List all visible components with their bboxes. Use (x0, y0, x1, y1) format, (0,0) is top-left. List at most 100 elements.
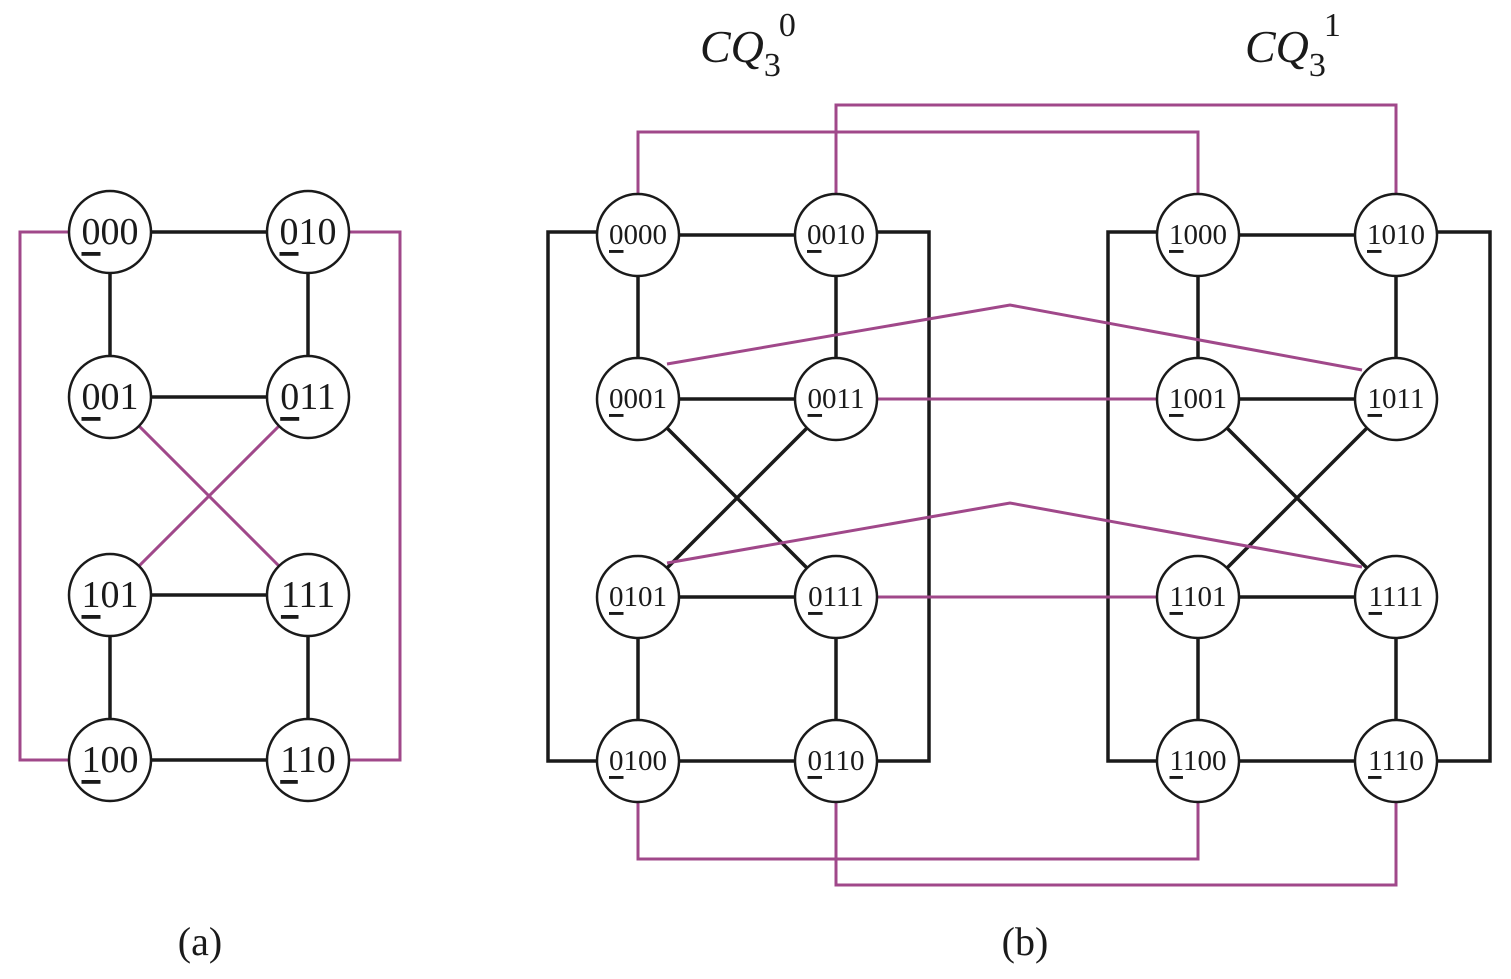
edge-b0010-b1010 (834, 103, 1398, 195)
node-label: 111 (281, 574, 335, 616)
node-b1101: 1101 (1155, 554, 1241, 640)
node-label: 1101 (1170, 581, 1227, 613)
edge-b0101-b1111 (666, 501, 1363, 569)
node-label: 110 (280, 739, 336, 781)
node-circle (67, 189, 153, 275)
node-label-head: 0 (82, 376, 101, 418)
node-b0101: 0101 (595, 554, 681, 640)
node-label: 0010 (807, 219, 865, 251)
node-label: 1001 (1169, 383, 1227, 415)
node-circle (1353, 718, 1439, 804)
edge-b0110-b1110 (834, 801, 1398, 887)
node-label-rest: 011 (822, 383, 864, 415)
node-b0000: 0000 (595, 192, 681, 278)
node-label-head: 1 (281, 574, 299, 616)
node-circle (1155, 356, 1241, 442)
node-circle (1155, 554, 1241, 640)
node-label-rest: 100 (1183, 745, 1227, 777)
node-b1000: 1000 (1155, 192, 1241, 278)
node-label-head: 1 (1169, 219, 1184, 251)
node-label: 1100 (1170, 745, 1227, 777)
node-label-head: 0 (609, 383, 624, 415)
node-b0110: 0110 (793, 718, 879, 804)
node-circle (595, 718, 681, 804)
node-label-rest: 01 (101, 574, 139, 616)
node-circle (67, 354, 153, 440)
node-b0100: 0100 (595, 718, 681, 804)
node-label-rest: 10 (298, 739, 336, 781)
node-circle (265, 354, 351, 440)
node-label-head: 0 (609, 581, 624, 613)
edge-b0000-b0100 (546, 230, 598, 763)
node-label-rest: 101 (624, 581, 668, 613)
node-label-head: 1 (1369, 581, 1382, 613)
node-b1111: 1111 (1353, 554, 1439, 640)
edge-b1010-b1110 (1436, 230, 1492, 763)
edge-b0010-b0110 (876, 230, 931, 763)
node-circle (265, 552, 351, 638)
node-a111: 111 (265, 552, 351, 638)
node-label-head: 0 (82, 211, 101, 253)
node-label-rest: 110 (1382, 745, 1424, 777)
node-label: 0011 (808, 383, 865, 415)
left-cube-title: CQ30 (700, 7, 796, 84)
node-label-rest: 010 (822, 219, 866, 251)
node-label-rest: 10 (299, 211, 337, 253)
node-label: 1011 (1368, 383, 1425, 415)
node-label-head: 1 (1169, 383, 1184, 415)
node-label: 1111 (1369, 581, 1424, 613)
node-label-head: 0 (807, 219, 822, 251)
node-label-rest: 101 (1183, 581, 1227, 613)
node-b0011: 0011 (793, 356, 879, 442)
node-circle (793, 356, 879, 442)
node-label-rest: 001 (1184, 383, 1228, 415)
node-b1110: 1110 (1353, 718, 1439, 804)
node-label-rest: 00 (101, 739, 139, 781)
node-label: 010 (280, 211, 337, 253)
edge-a000-a100 (18, 230, 70, 762)
node-circle (595, 554, 681, 640)
node-label-head: 0 (280, 376, 299, 418)
node-a011: 011 (265, 354, 351, 440)
node-circle (1155, 718, 1241, 804)
node-label-head: 1 (1170, 581, 1183, 613)
edge-b0000-b1000 (636, 130, 1200, 195)
node-circle (793, 554, 879, 640)
node-label-rest: 000 (624, 219, 668, 251)
node-label-rest: 111 (1382, 581, 1423, 613)
node-label: 011 (280, 376, 336, 418)
edge-a011-a101 (108, 395, 310, 597)
node-label-head: 0 (280, 211, 299, 253)
node-label-head: 1 (82, 739, 101, 781)
node-circle (67, 717, 153, 803)
caption-b: (b) (1002, 919, 1049, 964)
node-circle (1353, 554, 1439, 640)
node-a101: 101 (67, 552, 153, 638)
node-a110: 110 (265, 717, 351, 803)
node-label: 1000 (1169, 219, 1227, 251)
node-b0001: 0001 (595, 356, 681, 442)
right-cube-title: CQ31 (1245, 7, 1341, 84)
node-label: 0101 (609, 581, 667, 613)
node-circle (1353, 192, 1439, 278)
edge-b1011-b1101 (1196, 397, 1398, 599)
node-circle (793, 718, 879, 804)
node-label-rest: 11 (299, 574, 336, 616)
node-label: 100 (82, 739, 139, 781)
node-label-rest: 001 (624, 383, 668, 415)
node-label-head: 0 (808, 745, 823, 777)
node-label-head: 0 (808, 581, 823, 613)
node-label: 000 (82, 211, 139, 253)
edge-b0001-b1011 (666, 303, 1363, 372)
node-label-head: 1 (1367, 219, 1382, 251)
node-label: 001 (82, 376, 139, 418)
node-label-rest: 100 (624, 745, 668, 777)
node-label: 1110 (1368, 745, 1424, 777)
node-label: 1010 (1367, 219, 1425, 251)
node-circle (793, 192, 879, 278)
node-label: 0001 (609, 383, 667, 415)
edges-layer (18, 103, 1492, 887)
node-b1010: 1010 (1353, 192, 1439, 278)
node-label-rest: 011 (1382, 383, 1424, 415)
